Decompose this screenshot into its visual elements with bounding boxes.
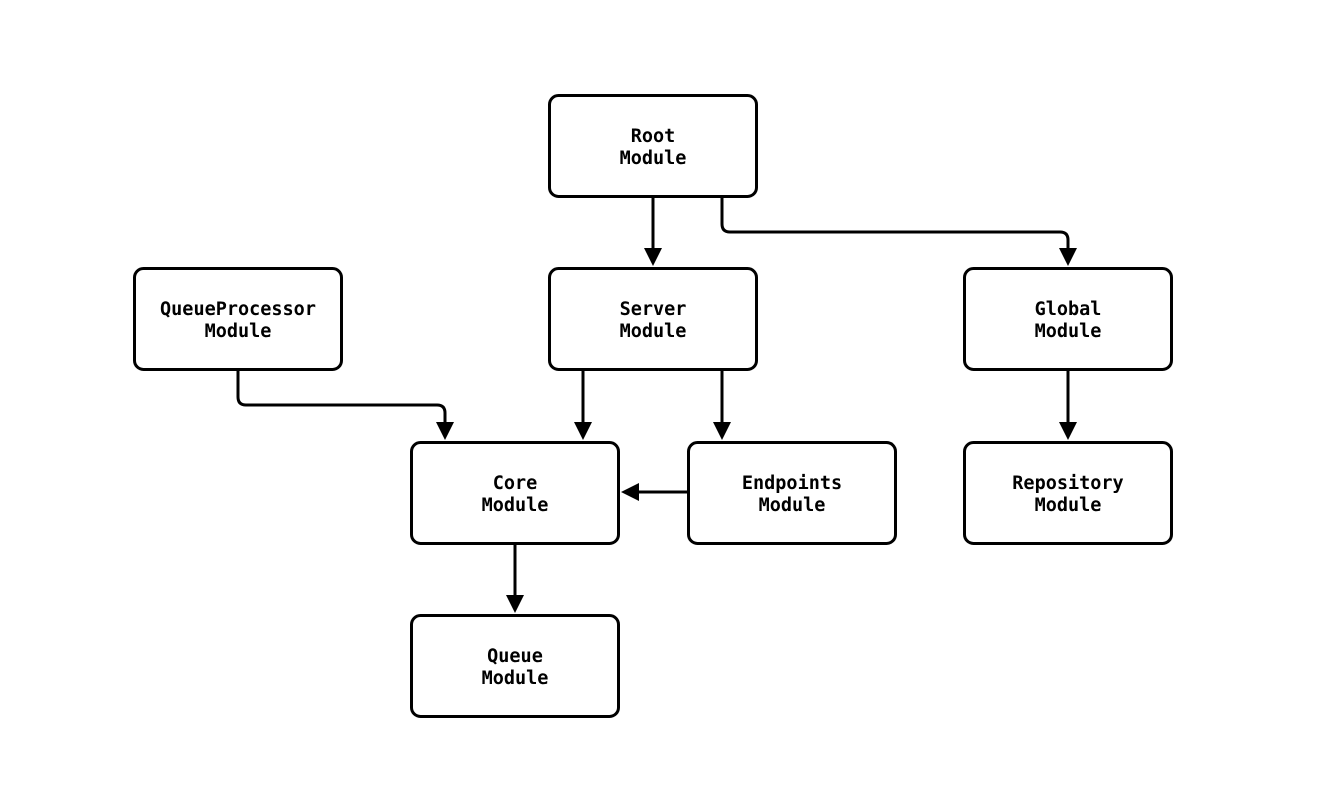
node-queueprocessor-box[interactable] (133, 267, 343, 371)
nodes-layer: RootModuleQueueProcessorModuleServerModu… (133, 94, 1173, 718)
node-queue-label-line1: Queue (487, 646, 543, 667)
node-core-label-line2: Module (482, 495, 549, 516)
arrow-server-to-core-icon (574, 422, 592, 440)
arrow-endpoints-to-core-icon (621, 483, 639, 501)
node-endpoints-label-line2: Module (759, 495, 826, 516)
node-global-label-line2: Module (1035, 321, 1102, 342)
node-endpoints-box[interactable] (687, 441, 897, 545)
node-queue-label-line2: Module (482, 668, 549, 689)
node-queueprocessor-label-line1: QueueProcessor (160, 299, 316, 320)
node-core-label-line1: Core (493, 473, 538, 494)
arrowheads-layer (436, 248, 1077, 613)
node-repository-label-line2: Module (1035, 495, 1102, 516)
node-server-label-line1: Server (620, 299, 687, 320)
arrow-queueprocessor-to-core-icon (436, 422, 454, 440)
node-global-label-line1: Global (1035, 299, 1102, 320)
node-repository-box[interactable] (963, 441, 1173, 545)
edge-queueprocessor-to-core (236, 371, 447, 422)
arrow-core-to-queue-icon (506, 595, 524, 613)
node-queueprocessor-label-line2: Module (205, 321, 272, 342)
arrow-root-to-server-icon (644, 248, 662, 266)
arrow-global-to-repository-icon (1059, 422, 1077, 440)
node-endpoints-label-line1: Endpoints (742, 473, 842, 494)
node-repository-label-line1: Repository (1012, 473, 1123, 494)
arrow-root-to-global-icon (1059, 248, 1077, 266)
node-queue-box[interactable] (410, 614, 620, 718)
node-server-label-line2: Module (620, 321, 687, 342)
edges-layer (236, 198, 1070, 595)
node-server-box[interactable] (548, 267, 758, 371)
node-root-label-line2: Module (620, 148, 687, 169)
node-root-label-line1: Root (631, 126, 676, 147)
node-root-box[interactable] (548, 94, 758, 198)
node-core-box[interactable] (410, 441, 620, 545)
arrow-server-to-endpoints-icon (713, 422, 731, 440)
node-global-box[interactable] (963, 267, 1173, 371)
edge-root-to-global (720, 198, 1070, 248)
